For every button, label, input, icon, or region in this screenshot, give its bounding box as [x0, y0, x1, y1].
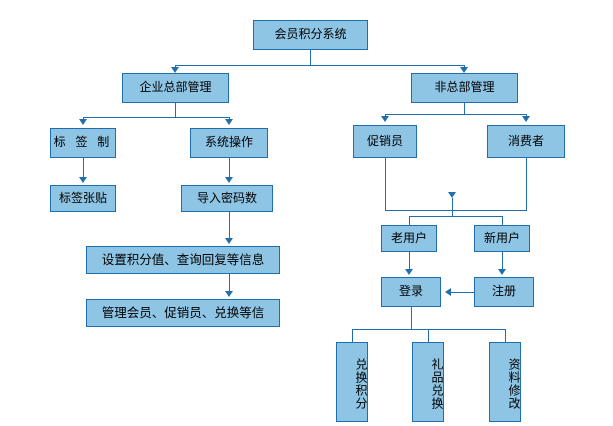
- connector-users-split: [409, 216, 502, 217]
- node-profile-edit[interactable]: 资料修改: [489, 342, 521, 422]
- connector-login-to-exchange: [352, 329, 353, 342]
- arrow-register-to-login: [445, 288, 451, 296]
- arrow-sysop-to-import: [225, 177, 233, 183]
- connector-promoter-down: [385, 158, 386, 210]
- node-gift-exchange[interactable]: 礼品兑换: [412, 342, 444, 422]
- node-hq-management[interactable]: 企业总部管理: [122, 73, 229, 103]
- node-exchange-points[interactable]: 兑换积分: [336, 342, 368, 422]
- connector-hq-split: [83, 117, 229, 118]
- arrow-newuser-to-register: [498, 269, 506, 275]
- connector-import-to-setpoints: [229, 212, 230, 239]
- connector-nonhq-split: [385, 114, 526, 115]
- connector-root-split: [175, 65, 465, 66]
- arrow-nonhq-to-promoter: [381, 116, 389, 122]
- node-set-points-info[interactable]: 设置积分值、查询回复等信息: [86, 246, 280, 274]
- arrow-labelmake-to-labelpaste: [79, 177, 87, 183]
- node-label-make[interactable]: 标 签 制: [50, 128, 116, 158]
- connector-login-stem: [411, 307, 412, 329]
- arrow-merge-to-users: [448, 192, 456, 198]
- arrow-root-to-hq: [171, 67, 179, 73]
- connector-to-old-user: [409, 216, 410, 225]
- connector-setpoints-to-manage: [229, 274, 230, 292]
- connector-nonhq-to-promoter: [385, 114, 386, 117]
- connector-nonhq-stem: [464, 103, 465, 114]
- connector-login-to-gift: [428, 329, 429, 342]
- connector-sysop-to-import: [229, 158, 230, 178]
- connector-users-split-stem: [452, 210, 453, 217]
- connector-hq-stem: [175, 103, 176, 117]
- node-new-user[interactable]: 新用户: [474, 225, 530, 252]
- arrow-hq-to-label-make: [79, 119, 87, 125]
- node-register[interactable]: 注册: [474, 277, 534, 307]
- connector-consumer-down: [526, 158, 527, 210]
- node-login[interactable]: 登录: [381, 277, 441, 307]
- node-import-password[interactable]: 导入密码数: [181, 185, 273, 212]
- connector-to-new-user: [502, 216, 503, 225]
- connector-login-to-profile: [505, 329, 506, 342]
- connector-merge-users: [385, 210, 527, 211]
- arrow-setpoints-to-manage: [225, 291, 233, 297]
- arrow-import-to-setpoints: [225, 238, 233, 244]
- node-system-operation[interactable]: 系统操作: [190, 128, 268, 158]
- node-non-hq-management[interactable]: 非总部管理: [411, 73, 518, 103]
- arrow-nonhq-to-consumer: [522, 116, 530, 122]
- connector-newuser-to-register: [502, 252, 503, 269]
- connector-merge-stem: [452, 198, 453, 210]
- connector-olduser-to-login: [409, 252, 410, 269]
- arrow-root-to-nonhq: [460, 67, 468, 73]
- connector-labelmake-to-labelpaste: [83, 158, 84, 178]
- arrow-hq-to-system-operation: [225, 119, 233, 125]
- node-promoter[interactable]: 促销员: [353, 125, 417, 158]
- node-root[interactable]: 会员积分系统: [253, 20, 368, 50]
- node-manage-members[interactable]: 管理会员、促销员、兑换等信: [86, 299, 280, 327]
- arrow-olduser-to-login: [405, 269, 413, 275]
- node-label-paste[interactable]: 标签张贴: [50, 185, 116, 212]
- connector-nonhq-to-consumer: [526, 114, 527, 117]
- connector-root-stem: [310, 50, 311, 65]
- connector-register-to-login: [451, 292, 474, 293]
- node-consumer[interactable]: 消费者: [487, 125, 565, 158]
- node-old-user[interactable]: 老用户: [381, 225, 437, 252]
